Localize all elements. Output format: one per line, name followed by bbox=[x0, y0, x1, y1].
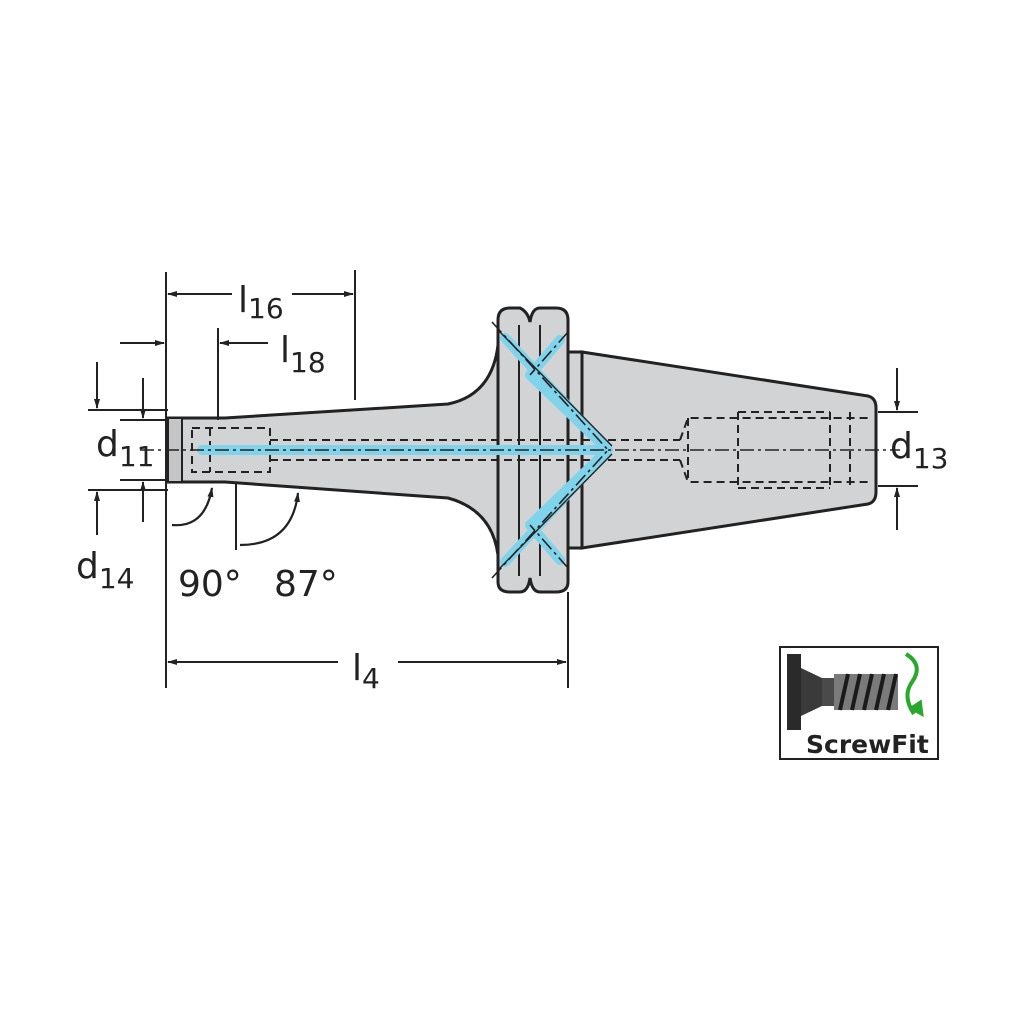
dim-label-d11: d11 bbox=[96, 424, 155, 473]
dim-label-l16: l16 bbox=[238, 280, 284, 325]
angle-arrow-87 bbox=[239, 492, 300, 547]
screwfit-label: ScrewFit bbox=[806, 730, 929, 759]
screwfit-logo: ScrewFit bbox=[779, 646, 939, 760]
dim-label-d13: d13 bbox=[890, 426, 949, 475]
coolant-channel-outlines bbox=[497, 329, 613, 571]
dim-label-l18: l18 bbox=[280, 330, 326, 379]
dim-label-l4: l4 bbox=[352, 648, 380, 695]
angle-label-90: 90° bbox=[178, 564, 242, 605]
angle-arrow-90 bbox=[171, 487, 214, 527]
screwfit-thread-icon bbox=[787, 654, 898, 730]
curved-arrow-down-icon bbox=[904, 652, 924, 718]
dim-label-d14: d14 bbox=[76, 546, 135, 595]
angle-label-87: 87° bbox=[274, 564, 338, 605]
